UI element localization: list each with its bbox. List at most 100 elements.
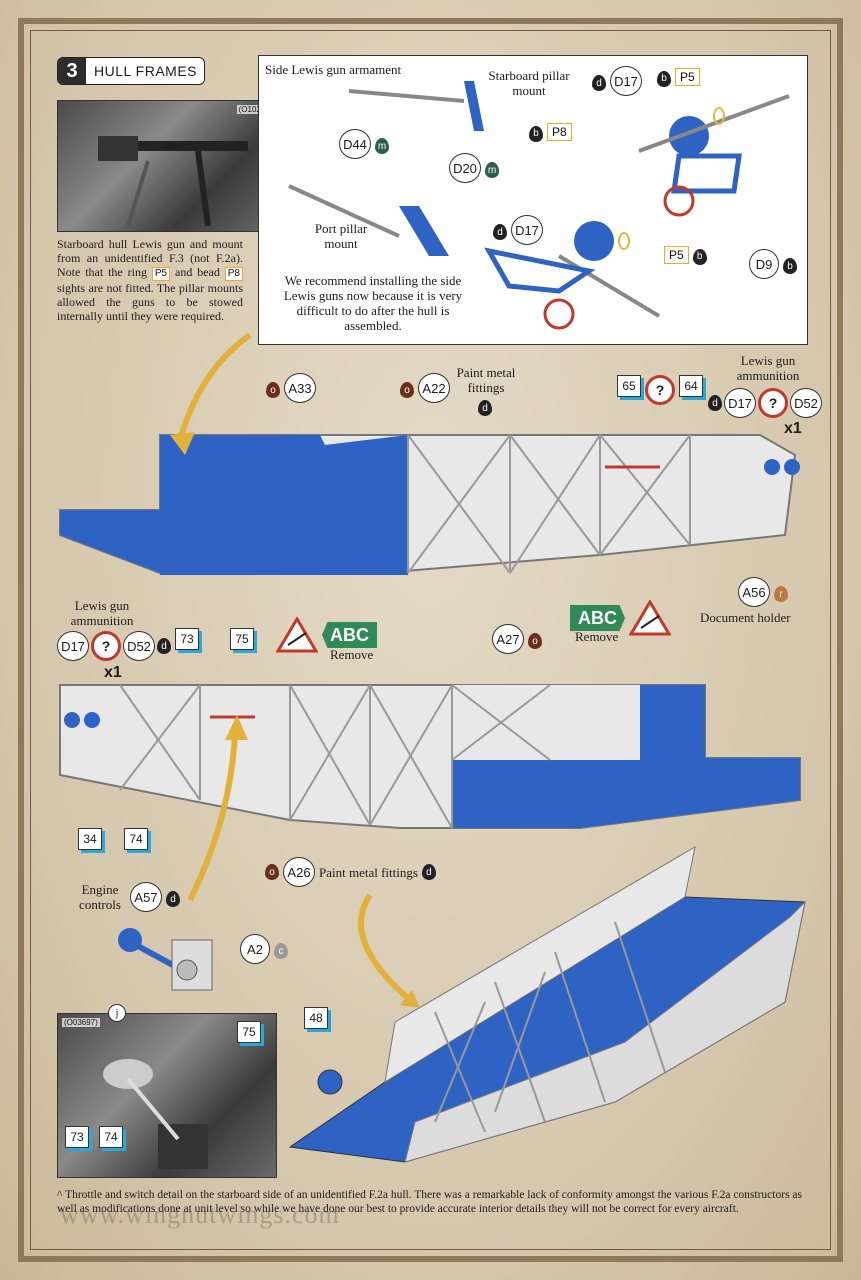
tag-p8: P8 bbox=[224, 267, 243, 281]
paint-drop-icon: d bbox=[157, 638, 171, 654]
photo-reference-id: (O1024) bbox=[236, 105, 270, 114]
part-a26: A26 bbox=[283, 857, 315, 887]
photo-gun-silhouette bbox=[98, 136, 248, 227]
paint-drop-icon: o bbox=[400, 382, 414, 398]
label-paint-metal-lower: Paint metal fittings bbox=[319, 864, 418, 880]
paint-drop-icon: b bbox=[692, 248, 707, 265]
paint-drop-icon: d bbox=[493, 224, 507, 240]
paint-drop-icon: d bbox=[166, 891, 180, 907]
part-box-74: 74 bbox=[124, 828, 148, 850]
part-box-48: 48 bbox=[304, 1007, 328, 1029]
part-d44: D44 bbox=[339, 129, 371, 159]
label-paint-metal-upper: Paint metal fittings bbox=[456, 365, 516, 395]
panel-drawings bbox=[288, 81, 790, 330]
part-d20: D20 bbox=[449, 153, 481, 183]
abc-badge: ABC bbox=[570, 605, 625, 631]
callout-65-64: 65 ? 64 bbox=[617, 375, 703, 405]
hull-perspective-view bbox=[288, 846, 806, 1163]
paint-drop-icon: m bbox=[485, 162, 499, 178]
callout-d9: D9 b bbox=[749, 249, 797, 279]
part-d17: D17 bbox=[511, 215, 543, 245]
remove-callout-lower: ABC bbox=[276, 617, 377, 653]
quantity-x1-upper: x1 bbox=[784, 420, 802, 437]
part-a2: A2 bbox=[240, 934, 270, 964]
part-box-75: 75 bbox=[237, 1021, 261, 1043]
callout-d17-d52-upper: d D17 ? D52 bbox=[708, 388, 822, 418]
abc-badge: ABC bbox=[322, 622, 377, 648]
paint-drop-icon: r bbox=[774, 586, 788, 602]
callout-a22: o A22 bbox=[400, 373, 450, 403]
part-box-74: 74 bbox=[99, 1126, 123, 1148]
callout-a56: A56 r bbox=[738, 577, 788, 607]
callout-d17-d52-lower: D17 ? D52 d bbox=[57, 631, 171, 661]
caption-text-c: sights are not fitted. The pillar mounts… bbox=[57, 281, 243, 323]
question-icon: ? bbox=[758, 388, 788, 418]
part-box-73: 73 bbox=[175, 628, 199, 650]
hull-side-view-upper bbox=[59, 434, 800, 575]
callout-p5-lower: P5 b bbox=[664, 246, 707, 265]
photo-reference-id: (O03697) bbox=[62, 1018, 100, 1027]
label-starboard-pillar: Starboard pillar mount bbox=[488, 68, 570, 98]
tag-p8: P8 bbox=[547, 123, 572, 141]
paint-drop-icon: b bbox=[783, 258, 797, 274]
part-box-65: 65 bbox=[617, 375, 641, 397]
photo-throttle-silhouette bbox=[103, 1059, 208, 1169]
page-frame-outer bbox=[18, 18, 843, 1262]
tag-p5: P5 bbox=[675, 68, 700, 86]
watermark: www.wingnutwings.com bbox=[60, 1200, 340, 1229]
part-box-64: 64 bbox=[679, 375, 703, 397]
tag-p5: P5 bbox=[151, 267, 171, 281]
callout-a27: A27 o bbox=[492, 624, 542, 654]
step-header: 3 HULL FRAMES bbox=[57, 57, 205, 85]
part-box-34: 34 bbox=[78, 828, 102, 850]
part-d17: D17 bbox=[724, 388, 756, 418]
label-lewis-ammo-lower: Lewis gun ammunition bbox=[70, 598, 134, 628]
paint-drop-icon: b bbox=[529, 125, 543, 142]
question-icon: ? bbox=[91, 631, 121, 661]
callout-p5-upper: b P5 bbox=[657, 68, 700, 87]
caption-text-b: and bead bbox=[175, 265, 220, 279]
part-d17: D17 bbox=[610, 66, 642, 96]
page-frame-inner bbox=[30, 30, 831, 1250]
paint-drop-icon: d bbox=[421, 864, 436, 880]
label-remove-upper: Remove bbox=[575, 629, 619, 644]
paint-drop-icon: o bbox=[265, 864, 279, 880]
remove-warning-icon bbox=[629, 600, 671, 636]
paint-drop-icon: o bbox=[266, 382, 280, 398]
label-lewis-ammo-upper: Lewis gun ammunition bbox=[736, 353, 800, 383]
callout-p8: b P8 bbox=[529, 123, 572, 142]
part-box-73: 73 bbox=[65, 1126, 89, 1148]
footnote: ^ Throttle and switch detail on the star… bbox=[57, 1189, 802, 1215]
part-box-75: 75 bbox=[230, 628, 254, 650]
remove-callout-upper: ABC bbox=[570, 600, 671, 636]
hull-side-view-lower bbox=[59, 684, 801, 829]
label-recommendation: We recommend installing the side Lewis g… bbox=[283, 273, 463, 333]
paint-drop-icon: c bbox=[274, 943, 288, 959]
part-a56: A56 bbox=[738, 577, 770, 607]
callout-d17-upper: d D17 bbox=[592, 66, 642, 96]
caption-lewis-gun: Starboard hull Lewis gun and mount from … bbox=[57, 237, 243, 323]
callout-a57: A57 d bbox=[130, 882, 180, 912]
label-port-pillar: Port pillar mount bbox=[314, 221, 368, 251]
part-d52: D52 bbox=[790, 388, 822, 418]
callout-d20: D20 m bbox=[449, 153, 499, 183]
part-a33: A33 bbox=[284, 373, 316, 403]
lewis-gun-detail-panel: Side Lewis gun armament Starboard pillar… bbox=[258, 55, 808, 345]
paint-drop-icon: d bbox=[708, 395, 722, 411]
callout-a26: o A26 Paint metal fittings d bbox=[265, 857, 436, 887]
part-d52: D52 bbox=[123, 631, 155, 661]
step-title: HULL FRAMES bbox=[94, 63, 198, 79]
step-number: 3 bbox=[58, 58, 86, 84]
paint-drop-icon: m bbox=[375, 138, 389, 154]
engine-controls-drawing bbox=[118, 928, 213, 991]
part-d17: D17 bbox=[57, 631, 89, 661]
part-d9: D9 bbox=[749, 249, 779, 279]
paint-drop-icon: d bbox=[592, 75, 606, 91]
label-engine-controls: Engine controls bbox=[79, 882, 121, 912]
callout-a2: A2 c bbox=[240, 934, 288, 964]
paint-drop-icon: o bbox=[528, 633, 542, 649]
question-icon: ? bbox=[645, 375, 675, 405]
reference-photo-lewis-gun: (O1024) bbox=[57, 100, 275, 232]
callout-a33: o A33 bbox=[266, 373, 316, 403]
part-a57: A57 bbox=[130, 882, 162, 912]
